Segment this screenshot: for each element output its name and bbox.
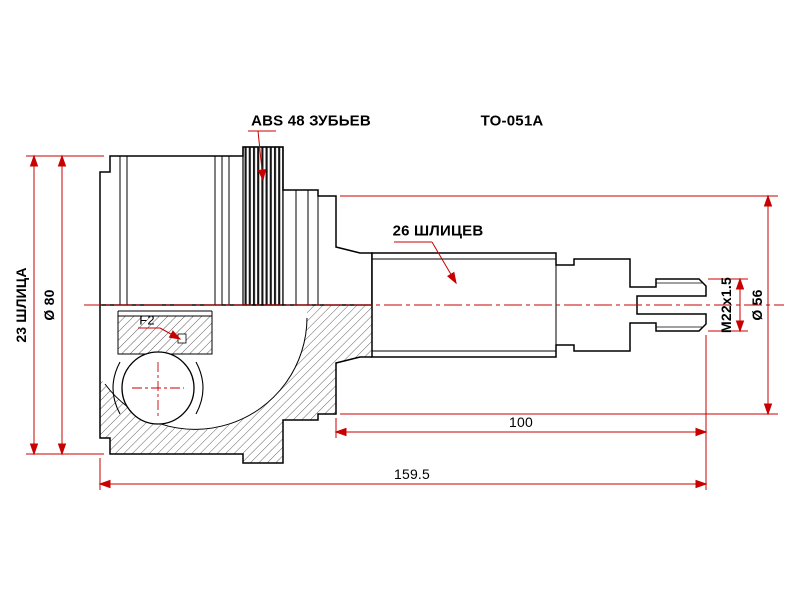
flange-diameter-label: Ø 56 <box>749 289 765 321</box>
leader-groove-f2 <box>138 327 182 340</box>
dimension-thread <box>708 277 748 333</box>
bell-section-outline <box>99 305 372 464</box>
thread-lines <box>656 282 702 328</box>
bearing-cage <box>112 361 204 415</box>
abs-ring-label: ABS 48 ЗУБЬЕВ <box>251 112 371 130</box>
ball-centerline-cross <box>132 362 184 416</box>
dimension-outer-diameter <box>26 154 104 456</box>
dimension-flange-diameter <box>340 194 778 416</box>
inner-splines-label: 23 ШЛИЦА <box>13 267 29 343</box>
section-view <box>83 305 372 464</box>
leader-abs-ring <box>248 130 276 182</box>
inner-race <box>117 310 213 355</box>
dimensions <box>26 154 778 490</box>
leader-shaft-splines <box>394 241 457 285</box>
thread-size-label: M22x1.5 <box>718 277 734 333</box>
part-code-label: TO-051A <box>480 112 544 130</box>
shaft-length-value: 100 <box>509 414 533 430</box>
abs-tone-ring <box>242 146 284 306</box>
dimension-overall-length <box>98 458 708 490</box>
boot-groove-lines <box>119 156 319 305</box>
leader-lines <box>138 130 457 340</box>
bell-outline <box>99 146 373 306</box>
outer-diameter-label: Ø 80 <box>41 289 57 321</box>
bell-housing <box>99 146 373 306</box>
spline-lines <box>371 253 557 357</box>
overall-length-value: 159.5 <box>393 466 431 482</box>
shaft-splines-label: 26 ШЛИЦЕВ <box>392 222 484 240</box>
dimension-shaft-length <box>334 335 708 490</box>
groove-f2-label: F2 <box>139 312 155 328</box>
